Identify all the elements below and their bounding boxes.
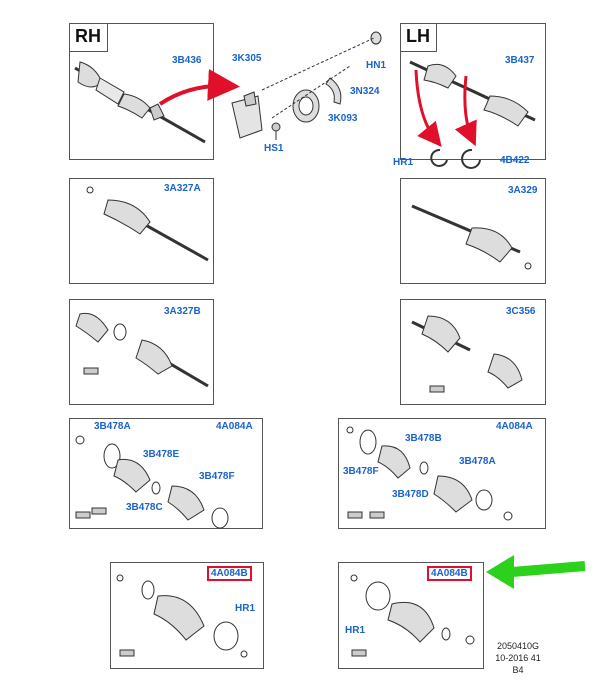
rh-joint-kit-drawing <box>75 435 229 529</box>
rh-inner-joint-drawing <box>75 312 209 388</box>
label-lh-3b478f: 3B478F <box>343 466 379 477</box>
panel-lh-joint-kit <box>338 418 546 529</box>
reference-code: 2050410G <box>496 641 540 651</box>
reference-date: 10-2016 41 <box>495 653 541 663</box>
label-rh-3b478c: 3B478C <box>126 502 163 513</box>
rh-outer-joint-drawing <box>86 186 209 262</box>
rh-shaft-arrow <box>158 68 240 106</box>
label-3a329: 3A329 <box>508 185 538 196</box>
circlip-4b422-drawing <box>461 148 481 169</box>
label-lh-4a084a: 4A084A <box>496 421 533 432</box>
label-hr1-top: HR1 <box>393 157 414 168</box>
lh-drive-shaft-drawing <box>409 60 536 127</box>
label-3b437: 3B437 <box>505 55 535 66</box>
label-hs1: HS1 <box>264 143 284 154</box>
label-3n324: 3N324 <box>350 86 380 97</box>
green-pointer-shaft <box>511 561 586 577</box>
bracket-drawing <box>231 91 281 140</box>
label-rh-3b478f: 3B478F <box>199 471 235 482</box>
label-rh-4a084a: 4A084A <box>216 421 253 432</box>
label-hn1: HN1 <box>366 60 387 71</box>
label-lh-3b478b: 3B478B <box>405 433 442 444</box>
rh-boot-kit-drawing <box>116 574 248 658</box>
bearing-drawing <box>292 89 320 123</box>
label-lh-3b478d: 3B478D <box>392 489 429 500</box>
lh-outer-joint-drawing <box>411 204 532 270</box>
label-3a327b: 3A327B <box>164 306 201 317</box>
lh-4b422-arrow <box>454 75 477 147</box>
label-3k305: 3K305 <box>232 53 262 64</box>
label-lh-4a084b: 4A084B <box>427 566 472 581</box>
label-3c356: 3C356 <box>506 306 536 317</box>
lh-inner-joint-drawing <box>411 315 523 393</box>
green-pointer-head <box>486 555 514 589</box>
lh-hr1-arrow <box>414 69 442 147</box>
label-4b422: 4B422 <box>500 155 530 166</box>
cap-hn1-drawing <box>370 31 382 45</box>
circlip-hr1-drawing <box>430 148 448 167</box>
label-lh-3b478a: 3B478A <box>459 456 496 467</box>
label-rh-4a084b: 4A084B <box>207 566 252 581</box>
label-3b436: 3B436 <box>172 55 202 66</box>
clip-3n324-drawing <box>325 77 342 105</box>
lh-boot-kit-drawing <box>350 574 475 657</box>
label-lh-hr1: HR1 <box>345 625 366 636</box>
lh-side-tag: LH <box>401 24 437 52</box>
rh-drive-shaft-drawing <box>74 61 206 144</box>
label-rh-3b478a: 3B478A <box>94 421 131 432</box>
label-rh-3b478e: 3B478E <box>143 449 180 460</box>
reference-sheet: B4 <box>512 665 524 675</box>
lh-joint-kit-drawing <box>346 426 513 521</box>
label-3k093: 3K093 <box>328 113 358 124</box>
rh-side-tag: RH <box>70 24 108 52</box>
label-rh-hr1: HR1 <box>235 603 256 614</box>
drawing-reference: 2050410G 10-2016 41 B4 <box>488 640 548 676</box>
label-3a327a: 3A327A <box>164 183 201 194</box>
panel-lh-inner-joint <box>400 299 546 405</box>
